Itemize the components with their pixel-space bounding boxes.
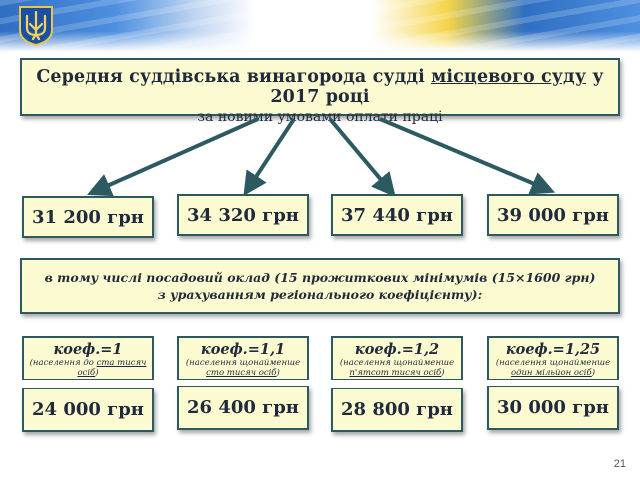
header-banner bbox=[0, 0, 640, 52]
coefficient-amount-1: 24 000 грн bbox=[22, 388, 154, 432]
page-title: Середня суддівська винагорода судді місц… bbox=[22, 67, 618, 107]
note-line-1: в тому числі посадовий оклад (15 прожитк… bbox=[44, 270, 596, 285]
coefficient-note: (населення до ста тисяч осіб) bbox=[29, 358, 147, 378]
coefficient-note: (населення щонайменше п'ятсот тисяч осіб… bbox=[339, 358, 455, 378]
amount-box-3: 37 440 грн bbox=[331, 194, 463, 236]
coefficient-amount-4: 30 000 грн bbox=[487, 386, 619, 430]
title-underlined-text: місцевого суду bbox=[431, 67, 587, 87]
title-box: Середня суддівська винагорода судді місц… bbox=[20, 58, 620, 125]
salary-note-box: в тому числі посадовий оклад (15 прожитк… bbox=[20, 258, 620, 314]
amount-box-2: 34 320 грн bbox=[177, 194, 309, 236]
coefficient-note: (населення щонайменше один мільйон осіб) bbox=[495, 358, 611, 378]
coefficient-title: коеф.=1,1 bbox=[200, 341, 286, 358]
arrow-to-amount-4 bbox=[379, 117, 556, 195]
ukraine-trident-emblem-icon bbox=[19, 6, 53, 46]
page-subtitle: за новими умовами оплати праці bbox=[197, 109, 443, 125]
arrow-to-amount-2 bbox=[243, 117, 296, 197]
title-text-end: у 2017 році bbox=[270, 67, 604, 107]
title-text-start: Середня суддівська винагорода судді bbox=[36, 67, 432, 87]
coefficient-title: коеф.=1,2 bbox=[354, 341, 440, 358]
arrow-to-amount-1 bbox=[87, 117, 259, 197]
header-banner-streaks bbox=[0, 0, 640, 52]
coefficient-title: коеф.=1 bbox=[53, 341, 123, 358]
amount-box-4: 39 000 грн bbox=[487, 194, 619, 236]
coefficient-amount-2: 26 400 грн bbox=[177, 386, 309, 430]
coefficient-amount-3: 28 800 грн bbox=[331, 388, 463, 432]
coefficient-title: коеф.=1,25 bbox=[505, 341, 601, 358]
coefficient-box-2: коеф.=1,1 (населення щонайменше сто тися… bbox=[177, 336, 309, 380]
coefficient-box-3: коеф.=1,2 (населення щонайменше п'ятсот … bbox=[331, 336, 463, 380]
coefficient-note: (населення щонайменше сто тисяч осіб) bbox=[185, 358, 301, 378]
coefficient-box-1: коеф.=1 (населення до ста тисяч осіб) bbox=[22, 336, 154, 380]
coefficient-box-4: коеф.=1,25 (населення щонайменше один мі… bbox=[487, 336, 619, 380]
page-number: 21 bbox=[613, 458, 626, 470]
arrow-to-amount-3 bbox=[328, 117, 396, 198]
note-line-2: з урахуванням регіонального коефіцієнту)… bbox=[157, 287, 483, 302]
amount-box-1: 31 200 грн bbox=[22, 196, 154, 238]
